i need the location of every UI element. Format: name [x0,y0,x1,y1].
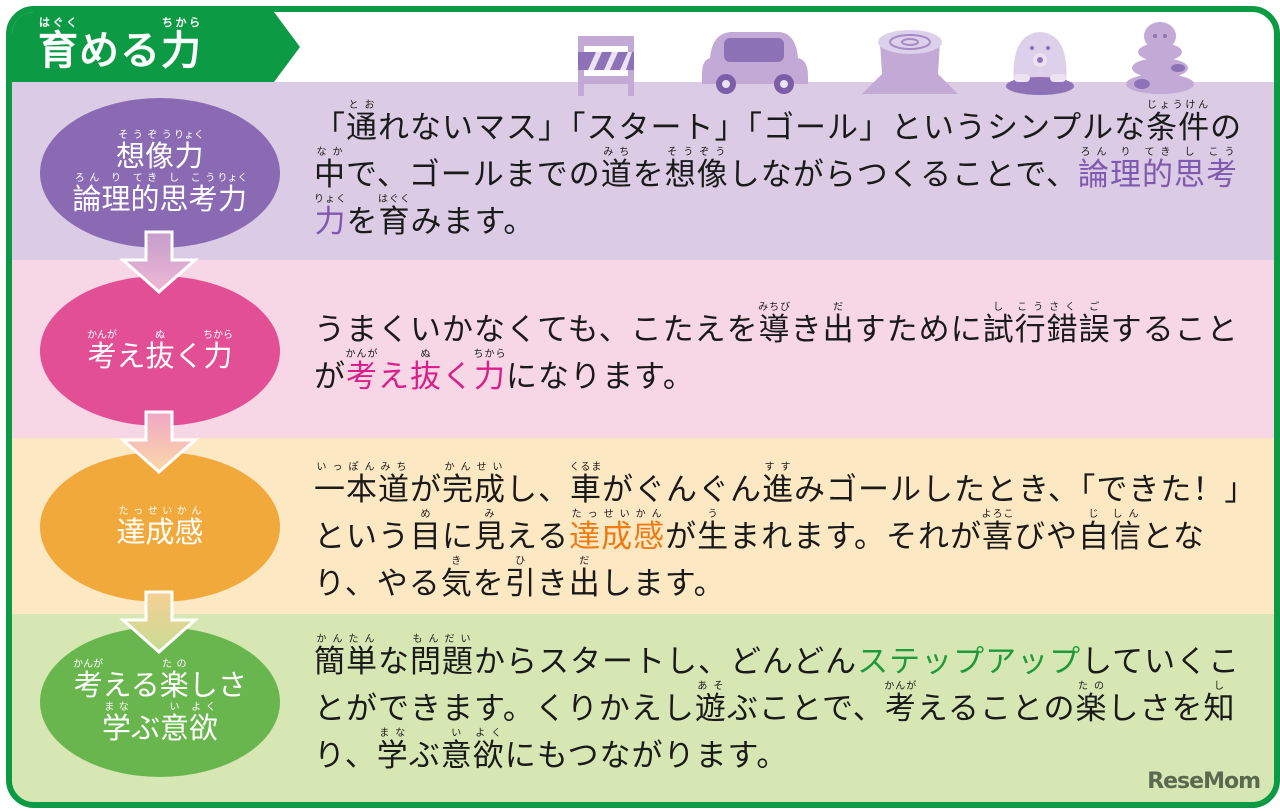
card-frame: 育はぐくめる力ちから [6,6,1280,808]
bubble-imagination-logical-thinking: 想そう像ぞう力りょく論ろん理り的てき思し考こう力りょく [40,98,280,248]
mole-icon [1006,32,1074,95]
bubble-label: 学まなぶ意い欲よく [101,702,219,745]
bubble-joy-of-thinking-learning-motivation: 考かんがえる楽たのしさ学まなぶ意い欲よく [40,627,280,777]
description-achievement: 一いっ本ぽん道みちが完かん成せいし、車くるまがぐんぐん進すすみゴールしたとき、「… [314,462,1241,603]
bubble-label: 論ろん理り的てき思し考こう力りょく [72,173,248,216]
watermark-logo: ReseMom [1147,769,1261,794]
barricade-icon [578,36,634,96]
bubble-label: 達たっ成せい感かん [116,505,204,549]
description-perseverance: うまくいかなくても、こたえを導みちびき出だすために試し行こう錯さく誤ごすることが… [314,302,1239,396]
bubble-perseverance: 考かんがえ抜ぬく力ちから [40,276,280,426]
description-motivation: 簡かん単たんな問もん題だいからスタートし、どんどんステップアップしていくことがで… [314,634,1241,775]
bubble-label: 想そう像ぞう力りょく [115,130,205,174]
car-icon [702,32,808,94]
title-tab: 育はぐくめる力ちから [12,12,300,82]
down-arrow-icon [119,590,199,654]
down-arrow-icon [119,230,199,294]
bubble-label: 考かんがえる楽たのしさ [73,659,247,703]
snake-icon [1126,22,1194,94]
description-imagination: 「通とおれないマス」「スタート」「ゴール」というシンプルな条件じょうけんの中なか… [314,100,1243,241]
page-title: 育はぐくめる力ちから [38,16,202,74]
bubble-label: 考かんがえ抜ぬく力ちから [86,329,234,373]
down-arrow-icon [119,410,199,474]
icon-strip [560,22,1200,96]
tree-stump-icon [862,30,958,94]
bubble-achievement: 達たっ成せい感かん [40,452,280,602]
